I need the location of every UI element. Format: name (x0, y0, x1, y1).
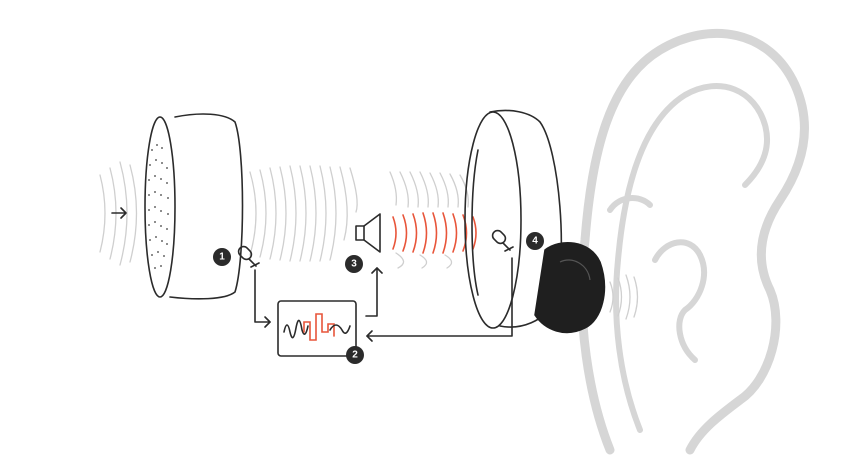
step-badge-2: 2 (346, 346, 364, 364)
step-badge-3: 3 (345, 255, 363, 273)
anti-noise-waves (392, 212, 477, 254)
ambient-waves-left (99, 161, 138, 266)
microphone-icon (491, 229, 514, 252)
ear-icon (577, 28, 809, 455)
step-label-1: 1 (219, 252, 225, 263)
ear-canal-waves (609, 274, 639, 320)
step-label-2: 2 (352, 350, 358, 361)
arrow-right-icon (111, 207, 127, 219)
signal-arrow-processor-to-speaker (365, 267, 383, 317)
earbud-inner (464, 109, 606, 334)
microphone-icon (237, 245, 260, 268)
waveform-icon (283, 313, 351, 341)
speaker-icon (355, 213, 381, 253)
step-badge-4: 4 (526, 232, 544, 250)
noise-processor-box (277, 300, 357, 357)
signal-arrow-mic-to-processor (254, 269, 271, 328)
step-badge-1: 1 (213, 248, 231, 266)
step-label-4: 4 (532, 236, 538, 247)
step-label-3: 3 (351, 259, 357, 270)
ambient-waves-middle (249, 165, 469, 269)
earbud-outer-disc (144, 113, 244, 300)
signal-arrow-inner-mic-to-processor (366, 257, 513, 342)
